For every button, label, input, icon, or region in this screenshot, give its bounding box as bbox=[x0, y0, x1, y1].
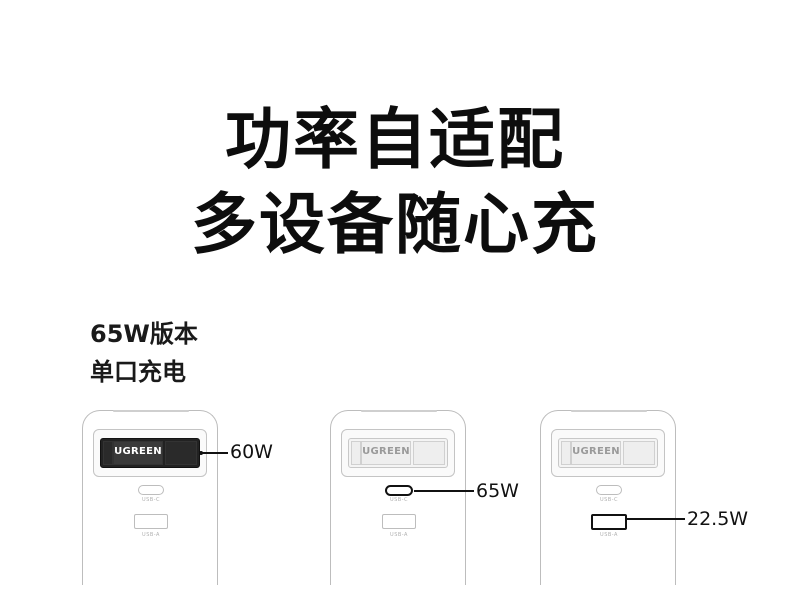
usb-a-port bbox=[591, 514, 627, 530]
headline-line-1: 功率自适配 bbox=[225, 101, 565, 178]
leader-line-ac bbox=[201, 452, 228, 454]
leader-line-usb-a bbox=[627, 518, 685, 520]
ac-plug-slot: UGREEN bbox=[551, 429, 665, 477]
usb-a-port-label: USB-A bbox=[390, 532, 408, 538]
version-label: 65W版本 bbox=[90, 320, 198, 348]
ac-plug: UGREEN bbox=[348, 438, 448, 468]
usb-c-port bbox=[596, 485, 622, 495]
charger-illustration-ac: UGREEN USB-C USB-A bbox=[82, 410, 218, 585]
usb-c-port-label: USB-C bbox=[599, 497, 619, 503]
charger-illustration-usb-c: UGREEN USB-C USB-A bbox=[330, 410, 466, 585]
brand-logo: UGREEN bbox=[572, 446, 620, 457]
leader-line-usb-c bbox=[414, 490, 474, 492]
usb-a-port-label: USB-A bbox=[142, 532, 160, 538]
usb-c-port-label: USB-C bbox=[141, 497, 161, 503]
watt-label-ac: 60W bbox=[230, 441, 273, 463]
headline-line-2: 多设备随心充 bbox=[191, 186, 599, 263]
usb-a-port-label: USB-A bbox=[600, 532, 618, 538]
mode-label: 单口充电 bbox=[90, 358, 186, 386]
usb-c-port-label: USB-C bbox=[389, 497, 409, 503]
ac-plug-slot: UGREEN bbox=[341, 429, 455, 477]
ac-plug: UGREEN bbox=[558, 438, 658, 468]
brand-logo: UGREEN bbox=[362, 446, 410, 457]
ac-plug-slot: UGREEN bbox=[93, 429, 207, 477]
usb-a-port bbox=[382, 514, 416, 529]
usb-a-port bbox=[134, 514, 168, 529]
brand-logo: UGREEN bbox=[114, 446, 162, 457]
watt-label-usb-c: 65W bbox=[476, 480, 519, 502]
usb-c-port bbox=[138, 485, 164, 495]
ac-plug: UGREEN bbox=[100, 438, 200, 468]
watt-label-usb-a: 22.5W bbox=[687, 508, 749, 530]
charger-illustration-usb-a: UGREEN USB-C USB-A bbox=[540, 410, 676, 585]
usb-c-port bbox=[385, 485, 413, 496]
